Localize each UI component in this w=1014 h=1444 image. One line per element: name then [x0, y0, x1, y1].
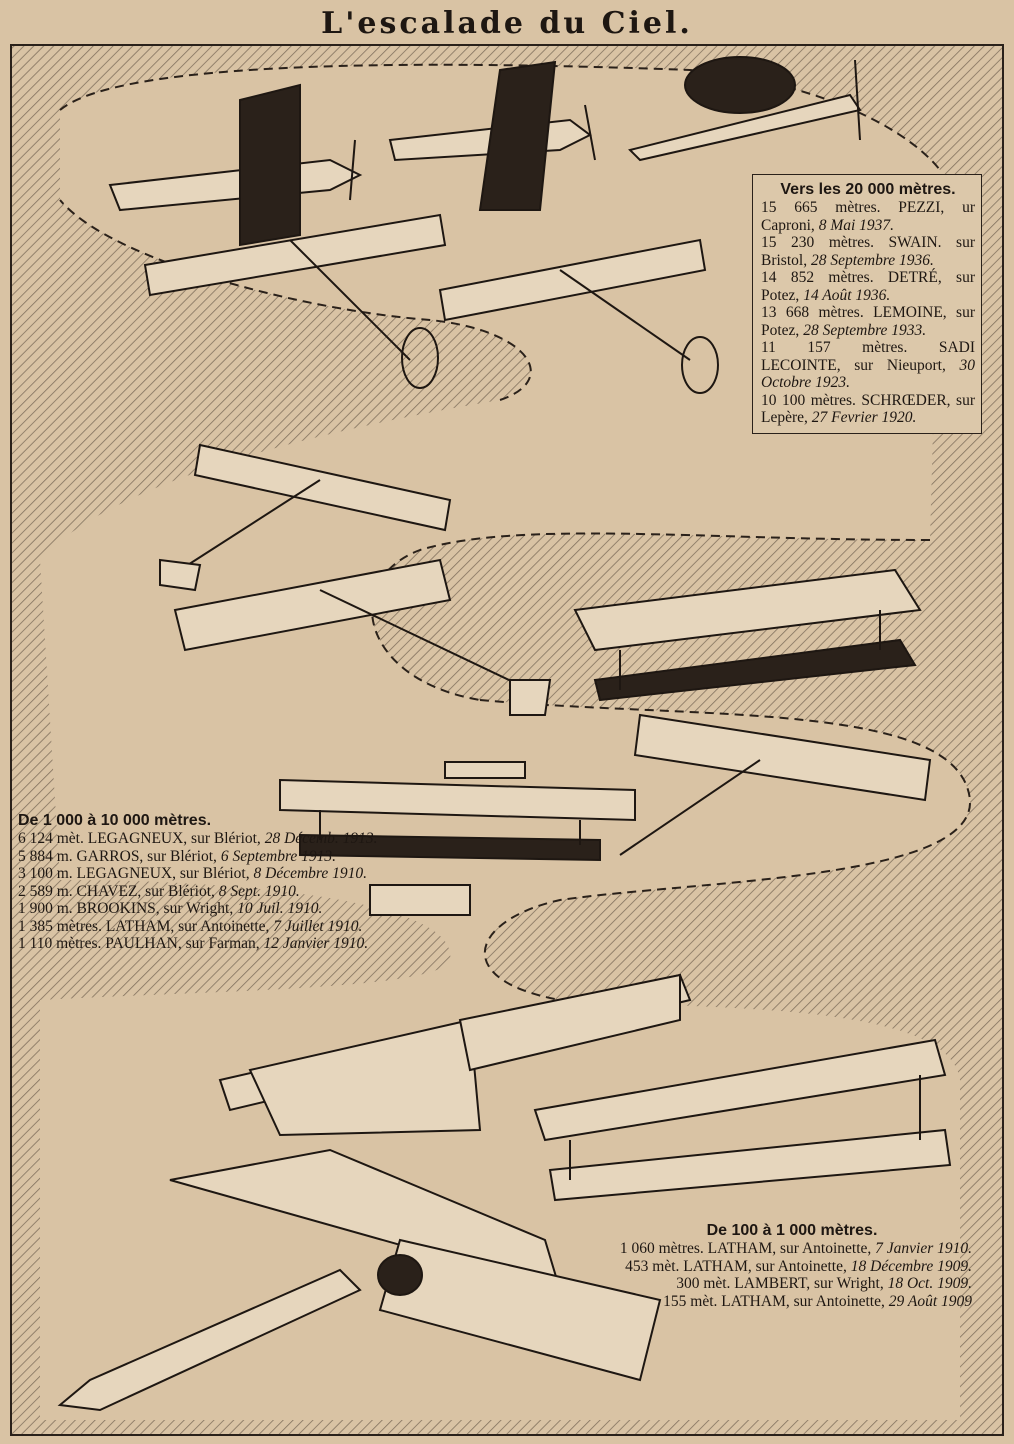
plane-monoplane-5 — [173, 558, 552, 716]
record-item: 3 100 m. LEGAGNEUX, sur Blériot, 8 Décem… — [18, 865, 367, 882]
records-mid-heading: De 1 000 à 10 000 mètres. — [18, 812, 212, 829]
records-low-box: De 100 à 1 000 mètres. 1 060 mètres. LAT… — [612, 1222, 972, 1310]
record-item: 5 884 m. GARROS, sur Blériot, 6 Septembr… — [18, 847, 337, 865]
record-item: 15 230 mètres. SWAIN. sur Bristol, 28 Se… — [761, 234, 975, 269]
plane-biplane-1 — [108, 83, 363, 247]
record-item: 2 589 m. CHAVEZ, sur Blériot, 8 Sept. 19… — [18, 882, 300, 900]
record-item: 6 124 mèt. LEGAGNEUX, sur Blériot, 28 Dé… — [18, 830, 378, 847]
plane-drawings — [57, 56, 952, 1412]
record-item: 155 mèt. LATHAM, sur Antoinette, 29 Août… — [663, 1292, 972, 1310]
record-item: 1 385 mètres. LATHAM, sur Antoinette, 7 … — [18, 917, 363, 935]
plane-monoplane-8 — [57, 1148, 662, 1412]
plane-biplane-2 — [388, 60, 596, 211]
record-item: 11 157 mètres. SADI LECOINTE, sur Nieupo… — [761, 339, 975, 391]
plane-monoplane-1 — [628, 56, 862, 162]
record-item: 1 060 mètres. LATHAM, sur Antoinette, 7 … — [619, 1240, 972, 1257]
record-item: 453 mèt. LATHAM, sur Antoinette, 18 Déce… — [625, 1257, 972, 1275]
records-mid-box: De 1 000 à 10 000 mètres. 6 124 mèt. LEG… — [18, 812, 448, 953]
plane-biplane-3 — [573, 568, 922, 702]
plane-biplane-4 — [279, 761, 636, 916]
record-item: 1 110 mètres. PAULHAN, sur Farman, 12 Ja… — [18, 935, 369, 952]
illustration-frame — [10, 44, 1004, 1436]
record-item: 10 100 mètres. SCHRŒDER, sur Lepère, 27 … — [761, 391, 975, 427]
records-high-heading: Vers les 20 000 mètres. — [780, 181, 956, 198]
records-high-box: Vers les 20 000 mètres. 15 665 mètres. P… — [752, 174, 982, 434]
record-item: 14 852 mètres. DETRÉ, sur Potez, 14 Août… — [761, 269, 975, 304]
record-item: 1 900 m. BROOKINS, sur Wright, 10 Juil. … — [18, 900, 323, 917]
plane-monoplane-4 — [159, 443, 452, 592]
plane-biplane-5 — [533, 1038, 952, 1202]
record-item: 300 mèt. LAMBERT, sur Wright, 18 Oct. 19… — [676, 1275, 972, 1292]
plane-monoplane-3 — [438, 238, 719, 394]
records-low-heading: De 100 à 1 000 mètres. — [706, 1222, 878, 1239]
record-item: 15 665 mètres. PEZZI, ur Caproni, 8 Mai … — [761, 199, 975, 234]
plane-monoplane-2 — [143, 213, 447, 389]
page-title: L'escalade du Ciel. — [321, 6, 693, 41]
plane-monoplane-7 — [218, 973, 692, 1137]
record-item: 13 668 mètres. LEMOINE, sur Potez, 28 Se… — [761, 304, 975, 339]
sky-hatching — [12, 46, 1002, 1434]
plane-monoplane-6 — [619, 713, 932, 856]
